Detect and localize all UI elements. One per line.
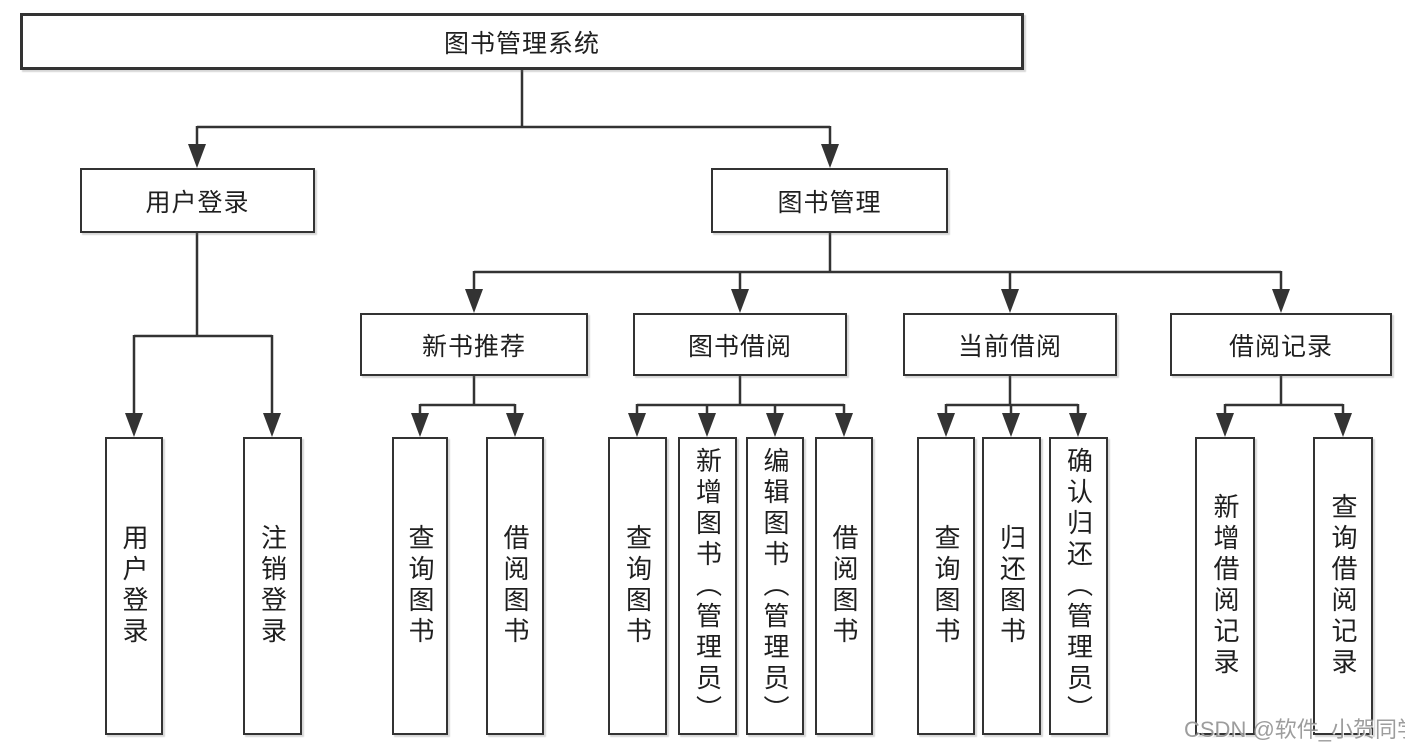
node-book-borrow: 图书借阅	[633, 313, 847, 376]
node-current-borrow-label: 当前借阅	[957, 332, 1062, 361]
leaf-user-login-label: 用户登录	[119, 524, 149, 648]
node-borrow-records: 借阅记录	[1170, 313, 1392, 376]
leaf-query-book-2: 查询图书	[608, 437, 667, 735]
node-user-login: 用户登录	[80, 168, 315, 233]
node-book-management: 图书管理	[711, 168, 948, 233]
leaf-borrow-book-1-label: 借阅图书	[500, 524, 530, 648]
leaf-return-book: 归还图书	[982, 437, 1041, 735]
leaf-query-book-2-label: 查询图书	[622, 524, 653, 648]
leaf-add-book-admin: 新增图书（管理员）	[678, 437, 737, 735]
node-root: 图书管理系统	[20, 13, 1024, 70]
leaf-confirm-return-admin-label: 确认归还（管理员）	[1063, 446, 1094, 726]
leaf-query-borrow-record-label: 查询借阅记录	[1328, 493, 1358, 679]
node-user-login-label: 用户登录	[145, 188, 250, 217]
leaf-return-book-label: 归还图书	[996, 524, 1027, 648]
leaf-query-borrow-record: 查询借阅记录	[1313, 437, 1373, 735]
leaf-query-book-3: 查询图书	[917, 437, 975, 735]
leaf-borrow-book-1: 借阅图书	[486, 437, 544, 735]
node-borrow-records-label: 借阅记录	[1228, 332, 1333, 361]
leaf-query-book-1-label: 查询图书	[405, 524, 435, 648]
leaf-add-book-admin-label: 新增图书（管理员）	[692, 446, 723, 726]
node-book-management-label: 图书管理	[777, 188, 882, 217]
watermark: CSDN @软件_小贺同学	[1184, 717, 1405, 742]
leaf-edit-book-admin-label: 编辑图书（管理员）	[760, 446, 790, 726]
leaf-add-borrow-record: 新增借阅记录	[1195, 437, 1255, 735]
leaf-confirm-return-admin: 确认归还（管理员）	[1049, 437, 1108, 735]
leaf-query-book-3-label: 查询图书	[931, 524, 961, 648]
leaf-edit-book-admin: 编辑图书（管理员）	[746, 437, 804, 735]
node-book-borrow-label: 图书借阅	[687, 332, 792, 361]
leaf-query-book-1: 查询图书	[392, 437, 448, 735]
leaf-add-borrow-record-label: 新增借阅记录	[1210, 493, 1240, 679]
node-new-book-recommend-label: 新书推荐	[421, 332, 526, 361]
node-new-book-recommend: 新书推荐	[360, 313, 588, 376]
connectors	[125, 70, 1352, 437]
node-current-borrow: 当前借阅	[903, 313, 1117, 376]
leaf-borrow-book-2-label: 借阅图书	[829, 524, 859, 648]
leaf-borrow-book-2: 借阅图书	[815, 437, 873, 735]
leaf-logout-label: 注销登录	[257, 524, 288, 648]
leaf-user-login: 用户登录	[105, 437, 163, 735]
leaf-logout: 注销登录	[243, 437, 302, 735]
node-root-label: 图书管理系统	[443, 29, 600, 58]
